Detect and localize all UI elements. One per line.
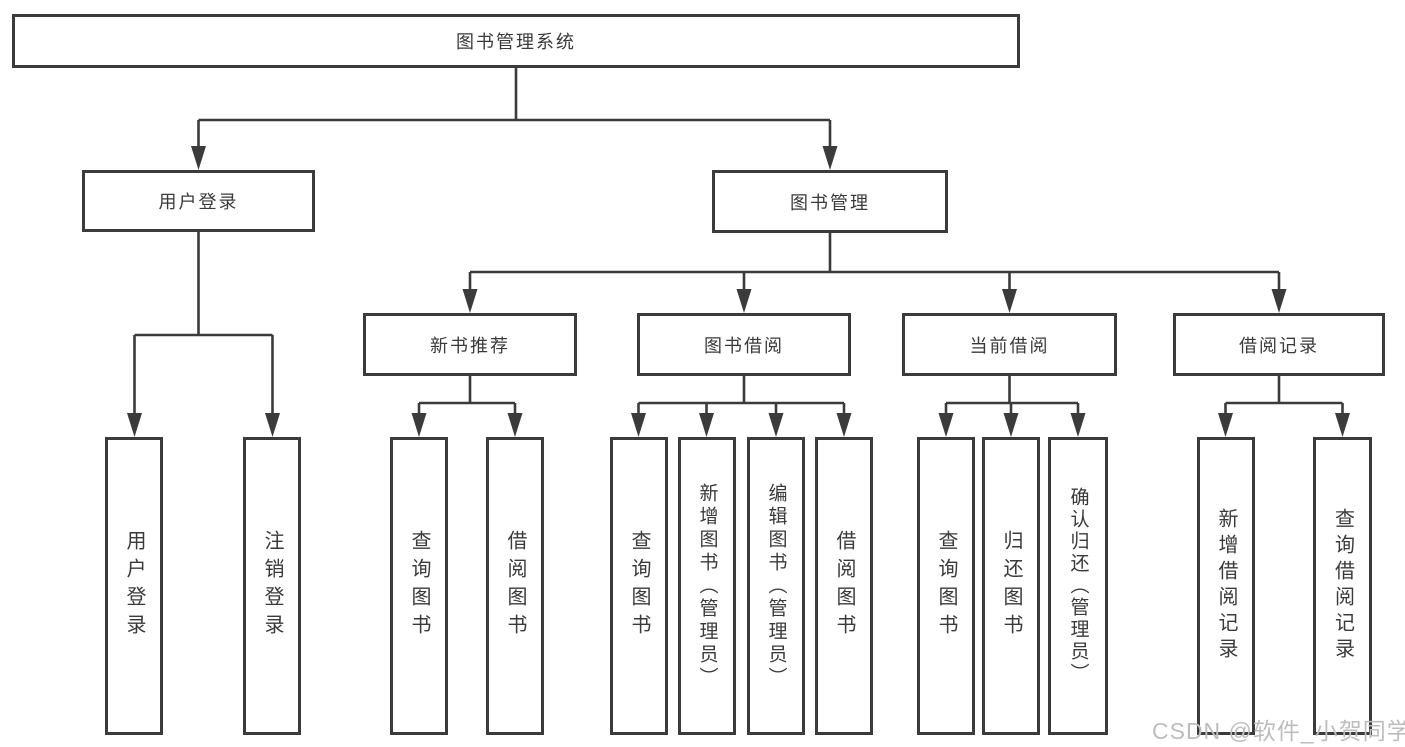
csdn-watermark: CSDN @软件_小贺同学 bbox=[1152, 718, 1405, 744]
arrowhead bbox=[411, 413, 427, 437]
arrowhead bbox=[462, 289, 478, 313]
arrowhead bbox=[1070, 413, 1086, 437]
leaf-confirm-return-admin: 确认归还（管理员） bbox=[1048, 437, 1108, 735]
arrowhead bbox=[1218, 413, 1233, 437]
leaf-add-books-admin: 新增图书（管理员） bbox=[678, 437, 736, 735]
leaf-borrow-books: 借阅图书 bbox=[815, 437, 873, 735]
edge-userlogin-to-leaves bbox=[133, 232, 274, 417]
arrowhead bbox=[699, 413, 714, 437]
arrowhead bbox=[1003, 413, 1019, 437]
edge-records-to-leaves bbox=[1224, 376, 1344, 417]
arrowhead bbox=[1002, 289, 1017, 313]
leaf-query-books-recommend: 查询图书 bbox=[390, 437, 448, 735]
arrowhead bbox=[1335, 413, 1350, 437]
leaf-user-login: 用户登录 bbox=[105, 437, 163, 735]
leaf-logout-login: 注销登录 bbox=[243, 437, 301, 735]
arrowhead bbox=[768, 413, 784, 437]
leaf-return-books: 归还图书 bbox=[982, 437, 1040, 735]
leaf-query-borrow-record: 查询借阅记录 bbox=[1313, 437, 1372, 735]
leaf-query-books-current: 查询图书 bbox=[917, 437, 975, 735]
edge-bookborrow-to-leaves bbox=[637, 376, 846, 417]
arrowhead bbox=[836, 413, 852, 437]
node-borrow-records: 借阅记录 bbox=[1173, 313, 1385, 376]
node-book-borrow: 图书借阅 bbox=[637, 313, 851, 376]
leaf-edit-books-admin: 编辑图书（管理员） bbox=[747, 437, 805, 735]
leaf-borrow-books-recommend: 借阅图书 bbox=[486, 437, 544, 735]
edge-root-to-level2 bbox=[197, 68, 832, 150]
arrowhead bbox=[736, 289, 752, 313]
node-current-borrow: 当前借阅 bbox=[902, 313, 1117, 376]
node-user-login: 用户登录 bbox=[82, 170, 315, 232]
node-new-book-recommend: 新书推荐 bbox=[363, 313, 577, 376]
arrowhead bbox=[265, 413, 280, 437]
arrowhead bbox=[1271, 289, 1287, 313]
node-book-management: 图书管理 bbox=[712, 170, 948, 233]
leaf-query-books-borrow: 查询图书 bbox=[610, 437, 668, 735]
node-root: 图书管理系统 bbox=[12, 14, 1020, 68]
arrowhead bbox=[191, 146, 206, 170]
edge-current-to-leaves bbox=[944, 376, 1080, 417]
tree-edges bbox=[133, 68, 1344, 417]
arrowhead bbox=[127, 413, 142, 437]
edge-newbook-to-leaves bbox=[417, 376, 517, 417]
arrowhead bbox=[507, 413, 523, 437]
arrowhead bbox=[822, 146, 838, 170]
edge-bookmgmt-to-level3 bbox=[468, 233, 1281, 293]
arrowhead bbox=[631, 413, 646, 437]
arrowheads bbox=[127, 146, 1350, 437]
leaf-add-borrow-record: 新增借阅记录 bbox=[1197, 437, 1255, 735]
arrowhead bbox=[938, 413, 954, 437]
